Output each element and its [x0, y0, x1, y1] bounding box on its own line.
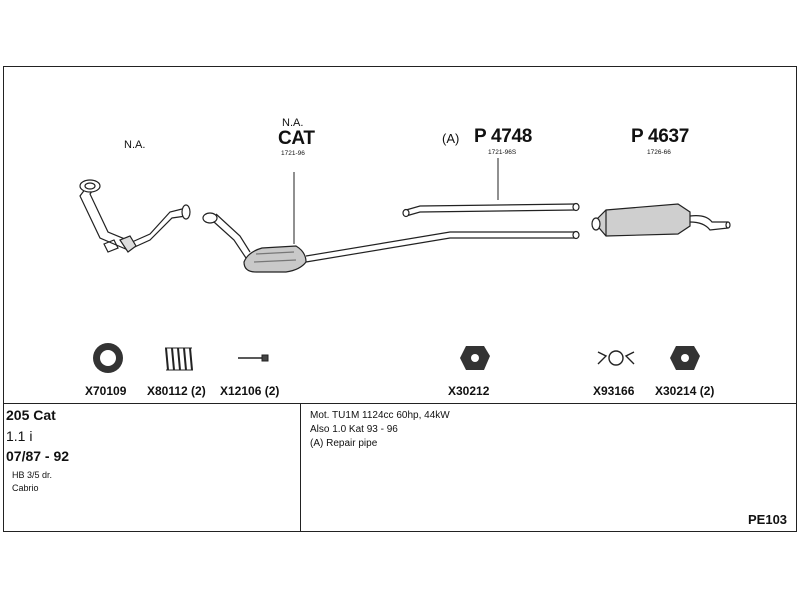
leader-lines	[293, 158, 499, 244]
repair-prefix: (A)	[442, 131, 460, 146]
part-code: X93166	[593, 384, 635, 398]
catalytic-converter	[202, 212, 580, 273]
repair-pipe	[402, 202, 580, 218]
cat-code: 1721-96	[281, 150, 305, 157]
vehicle-body: Cabrio	[12, 483, 39, 493]
vehicle-model: 205 Cat	[6, 407, 56, 423]
part-code: X30214 (2)	[655, 384, 715, 398]
part-code: X30212	[448, 384, 490, 398]
note-line: Also 1.0 Kat 93 - 96	[310, 424, 398, 435]
cat-title: CAT	[278, 128, 315, 149]
part-code: X80112 (2)	[147, 384, 206, 398]
diagram-frame	[3, 66, 797, 532]
spring-icon	[165, 347, 193, 371]
front-pipe	[79, 179, 191, 253]
note-line: (A) Repair pipe	[310, 438, 378, 449]
rear-silencer	[591, 203, 731, 237]
front-pipe-na-label: N.A.	[124, 139, 146, 151]
info-divider	[3, 403, 797, 404]
info-column-divider	[300, 403, 301, 532]
cat-na-label: N.A.	[282, 117, 304, 129]
repair-code: 1721-96S	[488, 149, 517, 156]
part-code: X70109	[85, 384, 127, 398]
rear-code: 1726-66	[647, 149, 671, 156]
clamp-icon	[597, 350, 635, 366]
repair-title: P 4748	[474, 126, 533, 147]
note-line: Mot. TU1M 1124cc 60hp, 44kW	[310, 410, 450, 421]
diagram-code: PE103	[748, 512, 788, 527]
gasket-ring-icon	[93, 343, 123, 373]
rubber-mount-icon	[670, 346, 700, 370]
vehicle-body: HB 3/5 dr.	[12, 470, 53, 480]
rubber-mount-icon	[460, 346, 490, 370]
part-code: X12106 (2)	[220, 384, 280, 398]
bolt-icon	[238, 354, 269, 362]
vehicle-years: 07/87 - 92	[6, 448, 70, 464]
rear-title: P 4637	[631, 126, 690, 147]
vehicle-engine: 1.1 i	[6, 428, 33, 444]
